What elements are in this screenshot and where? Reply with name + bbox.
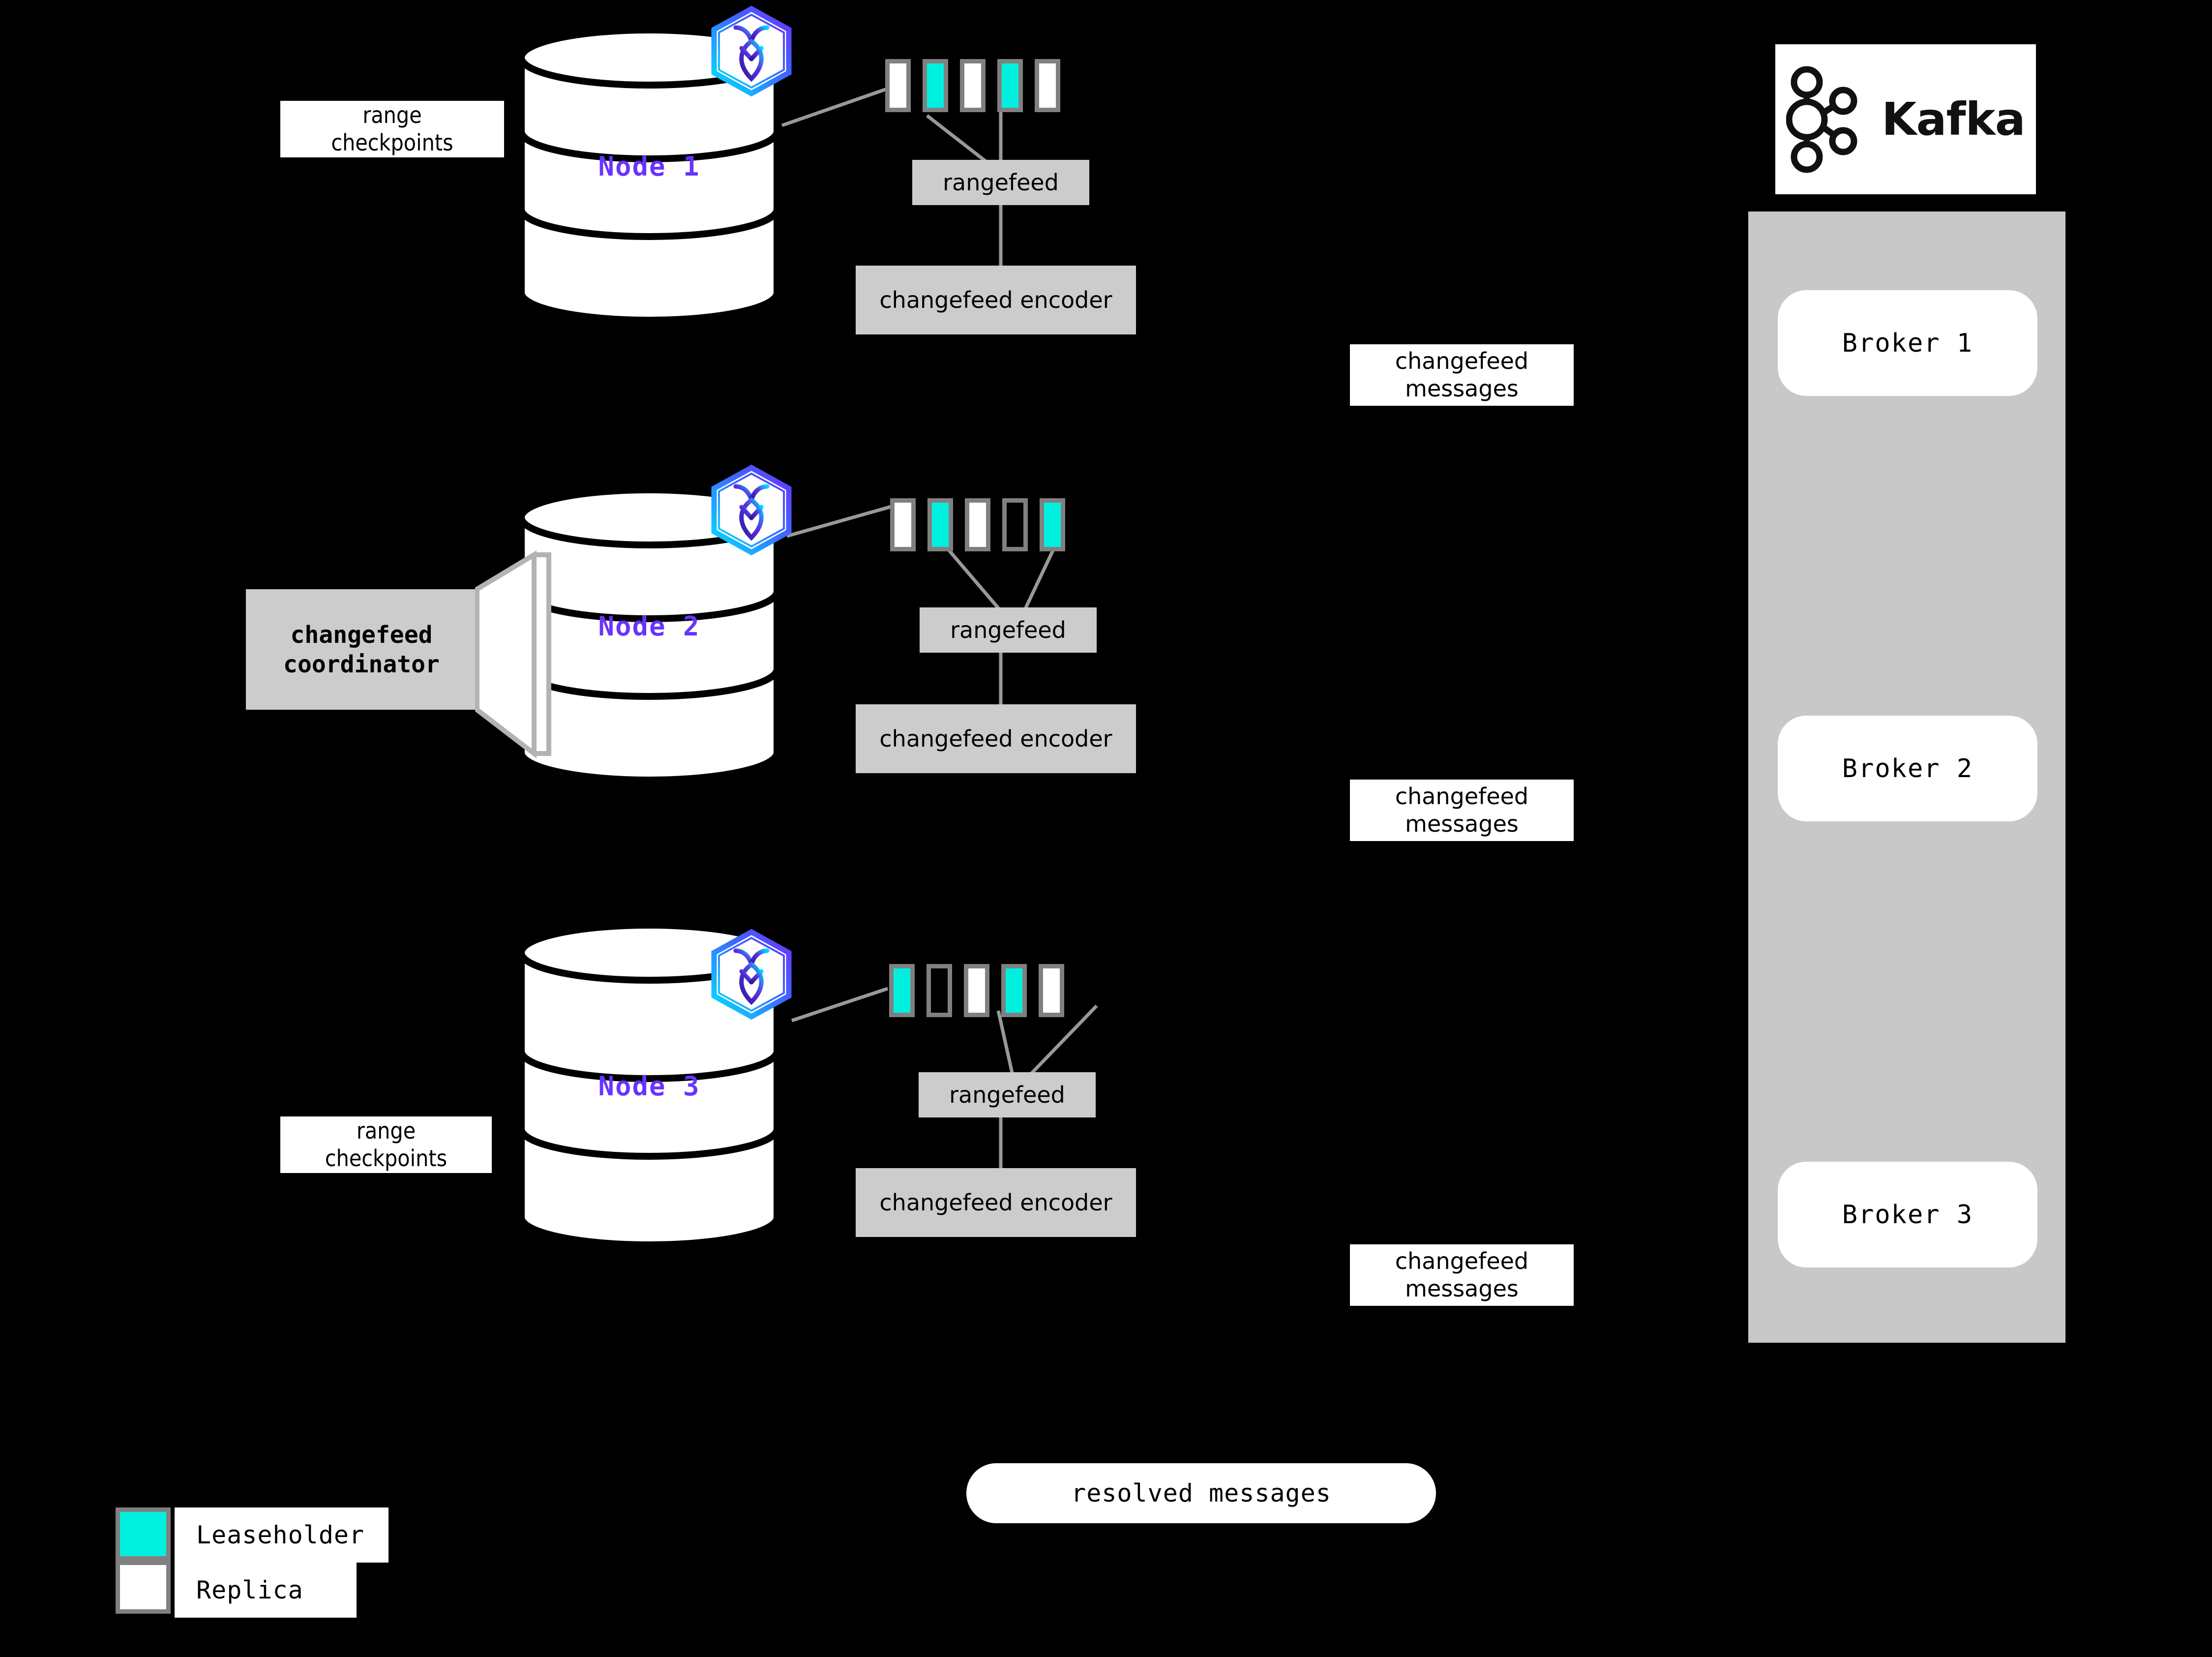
node-2-label: Node 2 [598, 611, 700, 642]
legend: Leaseholder Replica [116, 1507, 420, 1621]
node-2-changefeed-encoder-box[interactable]: changefeed encoder [856, 704, 1136, 773]
node-3-rangefeed-box[interactable]: rangefeed [919, 1072, 1096, 1117]
node-3-label: Node 3 [598, 1071, 700, 1102]
kafka-logo-icon [1786, 66, 1857, 173]
incoming-arrowhead [2056, 331, 2212, 350]
resolved-messages-label: resolved messages [1071, 1479, 1331, 1507]
legend-replica-swatch [116, 1561, 171, 1614]
range-box[interactable] [1040, 498, 1065, 551]
node-1-rangefeed-box[interactable]: rangefeed [912, 160, 1089, 205]
changefeed-coordinator-label: changefeed coordinator [283, 621, 440, 678]
node-1-ranges [885, 59, 1072, 112]
changefeed-messages-3-label: changefeed messages [1395, 1248, 1529, 1302]
range-box[interactable] [927, 964, 952, 1017]
range-box[interactable] [1039, 964, 1064, 1017]
kafka-logo-box: Kafka [1775, 44, 2036, 194]
cockroachdb-hexagon-icon [707, 928, 796, 1021]
legend-leaseholder-label: Leaseholder [175, 1507, 389, 1563]
node-3-ranges [889, 964, 1076, 1017]
node-2-rangefeed-box[interactable]: rangefeed [920, 607, 1097, 653]
range-box[interactable] [997, 59, 1023, 112]
node-1-range-checkpoints-label: range checkpoints [280, 101, 504, 157]
range-box[interactable] [927, 498, 953, 551]
node-2-cylinder: Node 2 [516, 487, 782, 782]
range-box[interactable] [1001, 964, 1027, 1017]
range-box[interactable] [889, 964, 915, 1017]
node-3-range-checkpoints-label: range checkpoints [280, 1116, 492, 1173]
node-1-rangefeed-label: rangefeed [943, 169, 1059, 196]
node-3-encoder-label: changefeed encoder [879, 1189, 1112, 1216]
broker-2[interactable]: Broker 2 [1778, 716, 2037, 821]
resolved-messages-pill[interactable]: resolved messages [966, 1463, 1436, 1523]
legend-replica-label: Replica [175, 1563, 357, 1618]
range-box[interactable] [965, 498, 990, 551]
range-box[interactable] [960, 59, 986, 112]
node-1-changefeed-encoder-box[interactable]: changefeed encoder [856, 266, 1136, 334]
range-box[interactable] [890, 498, 916, 551]
broker-1[interactable]: Broker 1 [1778, 290, 2037, 396]
node-3-changefeed-encoder-box[interactable]: changefeed encoder [856, 1168, 1136, 1237]
kafka-wordmark: Kafka [1882, 93, 2026, 146]
cockroachdb-hexagon-icon [707, 5, 796, 97]
legend-leaseholder-swatch [116, 1507, 171, 1561]
range-box[interactable] [1002, 498, 1028, 551]
node-1-encoder-label: changefeed encoder [879, 286, 1112, 313]
cockroachdb-hexagon-icon [707, 464, 796, 556]
changefeed-messages-1-label: changefeed messages [1395, 348, 1529, 402]
changefeed-messages-3: changefeed messages [1350, 1244, 1574, 1306]
broker-1-label: Broker 1 [1842, 328, 1973, 358]
broker-3-label: Broker 3 [1842, 1200, 1973, 1230]
changefeed-messages-2: changefeed messages [1350, 780, 1574, 841]
broker-3[interactable]: Broker 3 [1778, 1162, 2037, 1267]
node-3-rangefeed-label: rangefeed [949, 1081, 1065, 1108]
changefeed-messages-2-label: changefeed messages [1395, 783, 1529, 837]
range-box[interactable] [964, 964, 989, 1017]
coordinator-pointer-icon [475, 550, 551, 759]
changefeed-coordinator[interactable]: changefeed coordinator [246, 546, 551, 762]
node-2-encoder-label: changefeed encoder [879, 725, 1112, 752]
range-box[interactable] [885, 59, 911, 112]
range-box[interactable] [1035, 59, 1060, 112]
node-1-label: Node 1 [598, 151, 700, 182]
node-1-checkpoints-text: range checkpoints [331, 102, 453, 156]
changefeed-messages-1: changefeed messages [1350, 344, 1574, 406]
node-3-checkpoints-text: range checkpoints [325, 1117, 448, 1172]
node-2-rangefeed-label: rangefeed [950, 616, 1066, 643]
node-2-ranges [890, 498, 1077, 551]
broker-2-label: Broker 2 [1842, 753, 1973, 783]
range-box[interactable] [923, 59, 948, 112]
